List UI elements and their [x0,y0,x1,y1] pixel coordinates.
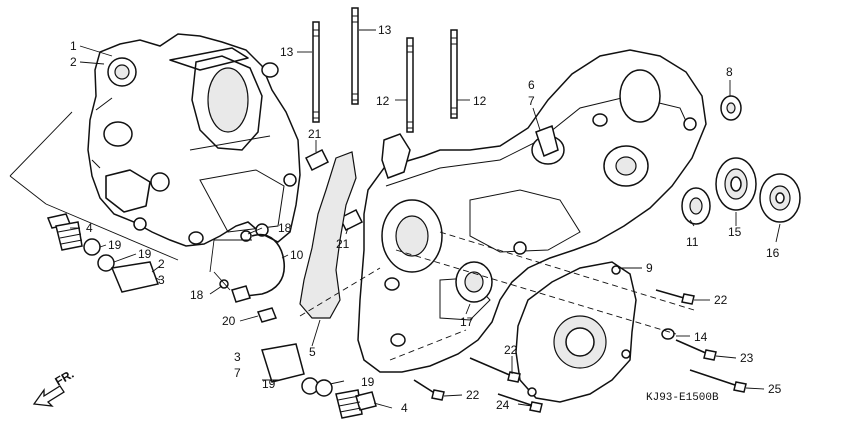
callout-20: 20 [222,314,236,328]
callout-22: 22 [466,388,480,402]
stud-bolt-13-left [312,21,320,123]
callout-6: 6 [528,78,535,92]
callout-19: 19 [138,247,152,261]
callout-16: 16 [766,246,780,260]
oring-19-a [83,238,101,256]
crankcase-gasket [299,151,357,319]
callout-25: 25 [768,382,782,396]
bolt-22-upper [655,289,685,299]
stud-bolt-13-right [351,7,359,105]
leader-lines [9,29,781,409]
bearing-15 [715,157,757,211]
oil-tube-banjo [231,285,251,303]
front-direction-indicator: FR. [32,367,77,407]
callout-19: 19 [262,377,276,391]
front-label: FR. [53,367,77,389]
callout-2: 2 [158,257,165,271]
callout-22: 22 [714,293,728,307]
dowel-pin-upper [304,148,330,172]
dowel-20 [256,307,278,323]
callout-19: 19 [361,375,375,389]
front-arrow-icon [32,385,65,407]
left-crankcase-half [357,49,707,373]
callout-11: 11 [686,235,699,249]
callout-3: 3 [234,350,241,364]
callout-13: 13 [378,23,392,37]
callout-2: 2 [70,55,77,69]
oring-19-b [97,254,115,272]
dowel-pin-lower [338,208,364,232]
right-crankcase-half [87,33,301,247]
callout-7: 7 [528,94,535,108]
callout-10: 10 [290,248,304,262]
callout-9: 9 [646,261,653,275]
oil-tube [245,233,286,297]
stud-bolt-12-right [450,29,458,119]
drain-plug-upper [46,213,83,251]
callout-19: 19 [108,238,122,252]
strainer-collar-upper [110,261,159,293]
callout-4: 4 [401,401,408,415]
callout-21: 21 [308,127,322,141]
callout-12: 12 [473,94,487,108]
callout-24: 24 [496,398,510,412]
callout-15: 15 [728,225,742,239]
callout-17: 17 [460,315,474,329]
drain-plug-lower [335,389,377,419]
crankcase-cover [515,261,637,403]
bolt-24 [497,393,535,407]
callout-7: 7 [234,366,241,380]
callout-1: 1 [70,39,77,53]
bearing-16 [759,173,801,223]
oring-19-d [315,379,333,397]
callout-22: 22 [504,343,518,357]
callout-3: 3 [158,273,165,287]
crankshaft-oil-seal [455,261,493,303]
diagram-code: KJ93-E1500B [646,392,719,404]
callout-4: 4 [86,221,93,235]
callout-13: 13 [280,45,294,59]
stud-bolt-12-left [406,37,414,133]
oil-seal-11 [681,187,711,225]
callout-5: 5 [309,345,316,359]
callout-18: 18 [278,221,292,235]
bolt-22-lower [413,379,437,395]
callout-numbers: 1 2 13 13 12 12 6 7 8 21 21 18 10 18 20 … [70,23,782,415]
assembly-axes [299,231,695,361]
stud-bolts [312,7,458,133]
callout-23: 23 [740,351,754,365]
washer-14 [661,328,675,340]
callout-12: 12 [376,94,390,108]
callout-18: 18 [190,288,204,302]
callout-8: 8 [726,65,733,79]
dowel-pins [304,148,364,232]
callout-14: 14 [694,330,708,344]
strainer-collar-lower [261,343,305,383]
oil-tube-oring [240,230,252,242]
bolt-22-middle [469,357,513,377]
bolt-23 [675,339,709,355]
bolts [413,289,747,413]
callout-21: 21 [336,237,350,251]
bolt-25 [689,369,739,387]
bearing-8 [720,95,742,121]
